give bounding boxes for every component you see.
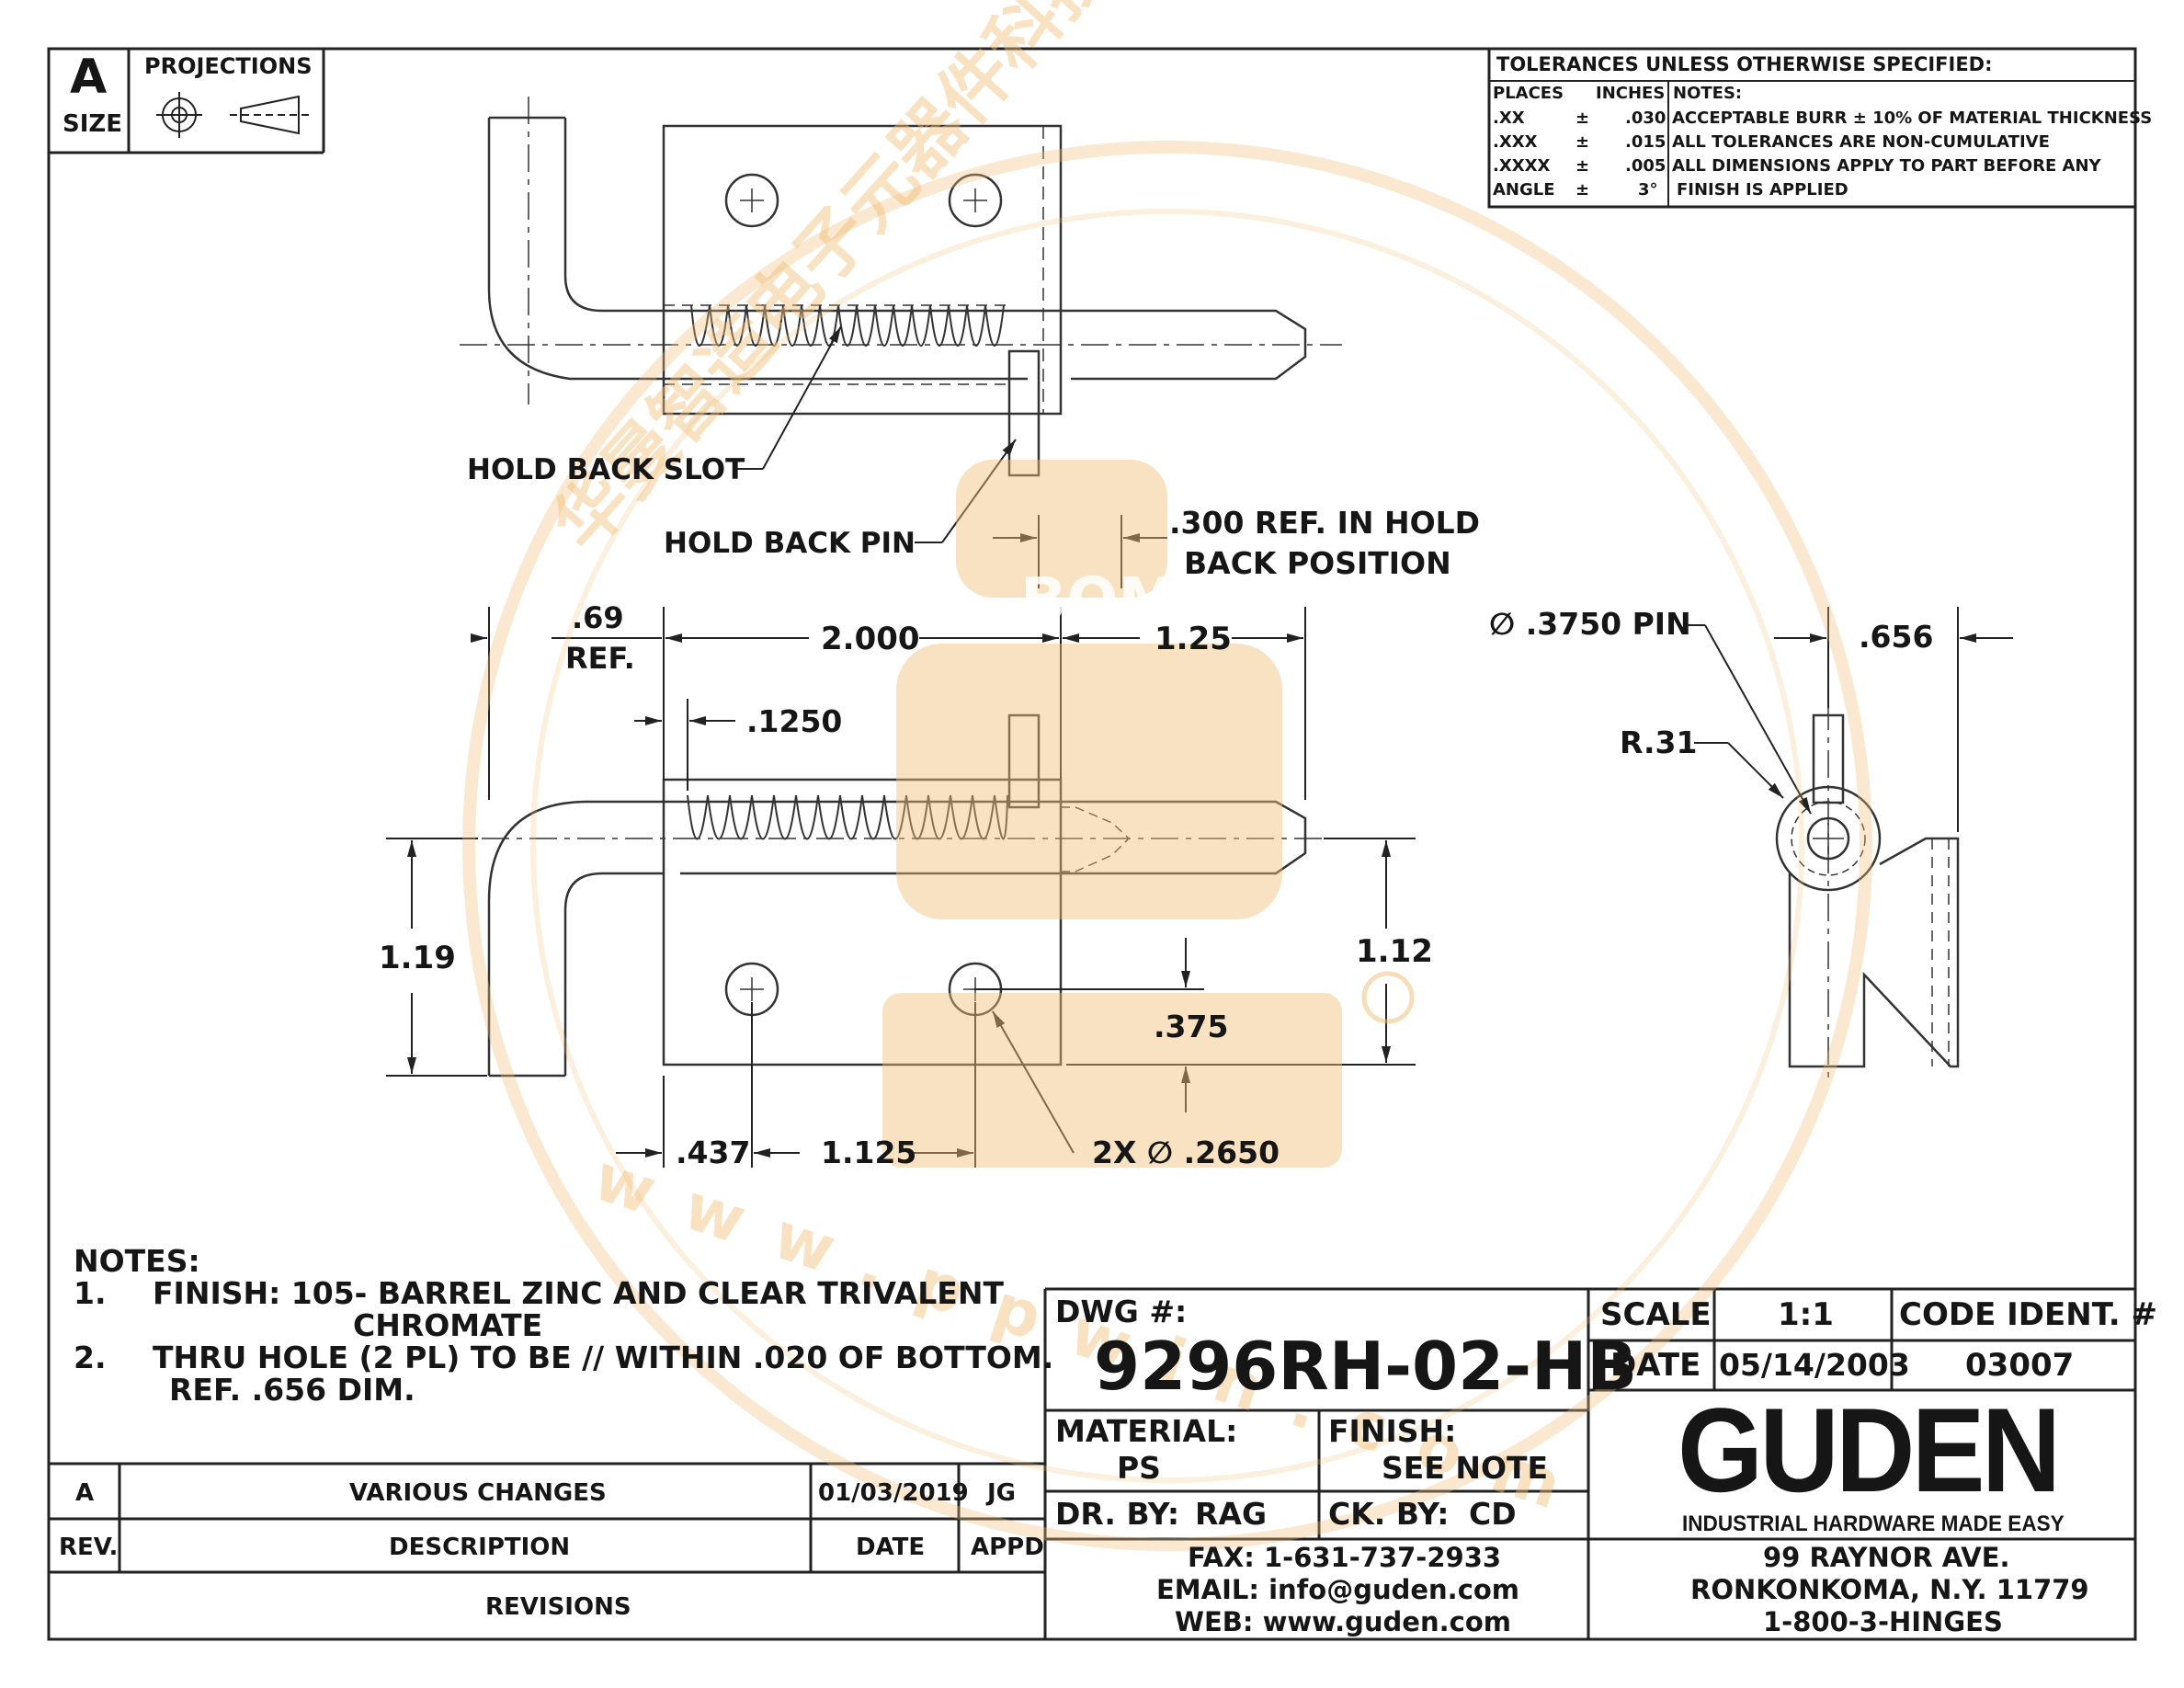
dim-1250: .1250 — [746, 703, 843, 739]
revisions-footer: REVISIONS — [485, 1593, 631, 1621]
dimension-lines — [386, 325, 2013, 1168]
scale-value: 1:1 — [1778, 1296, 1834, 1333]
material-value: PS — [1117, 1450, 1161, 1486]
tol-col-notes: NOTES: — [1673, 84, 1743, 103]
callout-pin: ∅ .3750 PIN — [1489, 606, 1691, 642]
callout-hold-back-slot: HOLD BACK SLOT — [467, 453, 745, 486]
tol-place: .XX — [1493, 108, 1525, 128]
dwg-number: 9296RH-02-HB — [1094, 1328, 1638, 1405]
tol-note: ALL DIMENSIONS APPLY TO PART BEFORE ANY — [1672, 156, 2101, 176]
dim-112: 1.12 — [1356, 933, 1433, 970]
dim-437: .437 — [676, 1135, 751, 1170]
finish-value: SEE NOTE — [1382, 1450, 1549, 1486]
phone: 1-800-3-HINGES — [1763, 1606, 2003, 1637]
note-1-number: 1. — [74, 1275, 107, 1311]
tol-value: .015 — [1625, 132, 1666, 152]
tol-value: .030 — [1625, 108, 1666, 128]
top-view — [460, 97, 1342, 477]
tol-place: .XXX — [1493, 132, 1538, 152]
scale-label: SCALE — [1600, 1296, 1712, 1333]
dim-2000: 2.000 — [821, 621, 920, 657]
notes-heading: NOTES: — [74, 1243, 200, 1279]
callout-300-ref: .300 REF. IN HOLD — [1169, 505, 1481, 541]
dim-2x-dia: 2X ∅ .2650 — [1092, 1135, 1280, 1170]
tol-note: ACCEPTABLE BURR ± 10% OF MATERIAL THICKN… — [1672, 108, 2153, 128]
dim-69: .69 — [572, 600, 624, 635]
address-line1: 99 RAYNOR AVE. — [1763, 1542, 2010, 1573]
tol-value: 3° — [1638, 180, 1658, 200]
tol-pm: ± — [1575, 156, 1590, 176]
tol-col-inches: INCHES — [1596, 84, 1666, 103]
watermark-logo — [882, 460, 1342, 1168]
date-label: DATE — [1610, 1347, 1701, 1384]
size-label: SIZE — [63, 110, 123, 138]
tolerances-title: TOLERANCES UNLESS OTHERWISE SPECIFIED: — [1496, 53, 1993, 75]
rev-header-appd: APPD — [971, 1534, 1044, 1561]
rev-header-description: DESCRIPTION — [389, 1534, 571, 1561]
tol-pm: ± — [1575, 108, 1590, 128]
tol-pm: ± — [1575, 132, 1590, 152]
rev-date: 01/03/2019 — [818, 1479, 969, 1507]
finish-label: FINISH: — [1328, 1413, 1457, 1449]
callout-hold-back-pin: HOLD BACK PIN — [664, 527, 916, 560]
contact-fax: FAX: 1-631-737-2933 — [1188, 1542, 1502, 1573]
note-1-line2: CHROMATE — [353, 1307, 543, 1343]
code-ident-label: CODE IDENT. # — [1899, 1296, 2157, 1333]
sheet-border — [47, 47, 2137, 1641]
dim-375: .375 — [1154, 1009, 1229, 1044]
contact-web: WEB: www.guden.com — [1175, 1606, 1511, 1637]
tol-place: ANGLE — [1493, 180, 1555, 200]
code-ident-value: 03007 — [1965, 1347, 2075, 1384]
projection-symbol — [156, 92, 313, 138]
contact-email: EMAIL: info@guden.com — [1156, 1574, 1520, 1605]
address-line2: RONKONKOMA, N.Y. 11779 — [1690, 1574, 2089, 1605]
callout-radius: R.31 — [1620, 724, 1698, 760]
date-value: 05/14/2003 — [1719, 1347, 1910, 1383]
watermark-bom: BOM — [1020, 565, 1179, 635]
tol-note: ALL TOLERANCES ARE NON-CUMULATIVE — [1672, 132, 2050, 152]
dim-125: 1.25 — [1155, 621, 1232, 657]
rev-header-rev: REV. — [59, 1534, 119, 1561]
dim-1125: 1.125 — [821, 1135, 917, 1170]
drawn-by-label: DR. BY: — [1055, 1496, 1180, 1532]
dim-656: .656 — [1859, 619, 1934, 655]
size-letter: A — [70, 50, 108, 105]
brand-logo: GUDEN — [1678, 1383, 2061, 1517]
projections-label: PROJECTIONS — [144, 53, 313, 79]
tol-pm: ± — [1575, 180, 1590, 200]
rev-appd: JG — [987, 1479, 1017, 1507]
callout-300-ref-2: BACK POSITION — [1184, 545, 1451, 581]
rev-letter: A — [75, 1479, 95, 1507]
tol-note: FINISH IS APPLIED — [1677, 180, 1848, 200]
drawn-by-value: RAG — [1195, 1496, 1268, 1532]
title-block-grid — [49, 47, 2137, 1639]
rev-header-date: DATE — [856, 1534, 926, 1561]
rev-description: VARIOUS CHANGES — [349, 1479, 607, 1507]
checked-by-label: CK. BY: — [1328, 1496, 1450, 1532]
note-2-number: 2. — [74, 1340, 107, 1375]
tol-col-places: PLACES — [1493, 84, 1564, 103]
material-label: MATERIAL: — [1055, 1413, 1238, 1449]
dim-119: 1.19 — [379, 940, 456, 976]
checked-by-value: CD — [1469, 1496, 1517, 1532]
note-2-line2: REF. .656 DIM. — [169, 1372, 415, 1408]
watermark-ring — [462, 141, 1872, 1551]
tol-value: .005 — [1625, 156, 1666, 176]
tol-place: .XXXX — [1493, 156, 1551, 176]
note-2-line1: THRU HOLE (2 PL) TO BE // WITHIN .020 OF… — [153, 1340, 1054, 1375]
note-1-line1: FINISH: 105- BARREL ZINC AND CLEAR TRIVA… — [153, 1275, 1004, 1311]
dwg-label: DWG #: — [1055, 1294, 1188, 1329]
dim-69-ref: REF. — [565, 641, 635, 676]
brand-tagline: INDUSTRIAL HARDWARE MADE EASY — [1682, 1511, 2065, 1536]
side-view — [1775, 607, 1960, 1085]
